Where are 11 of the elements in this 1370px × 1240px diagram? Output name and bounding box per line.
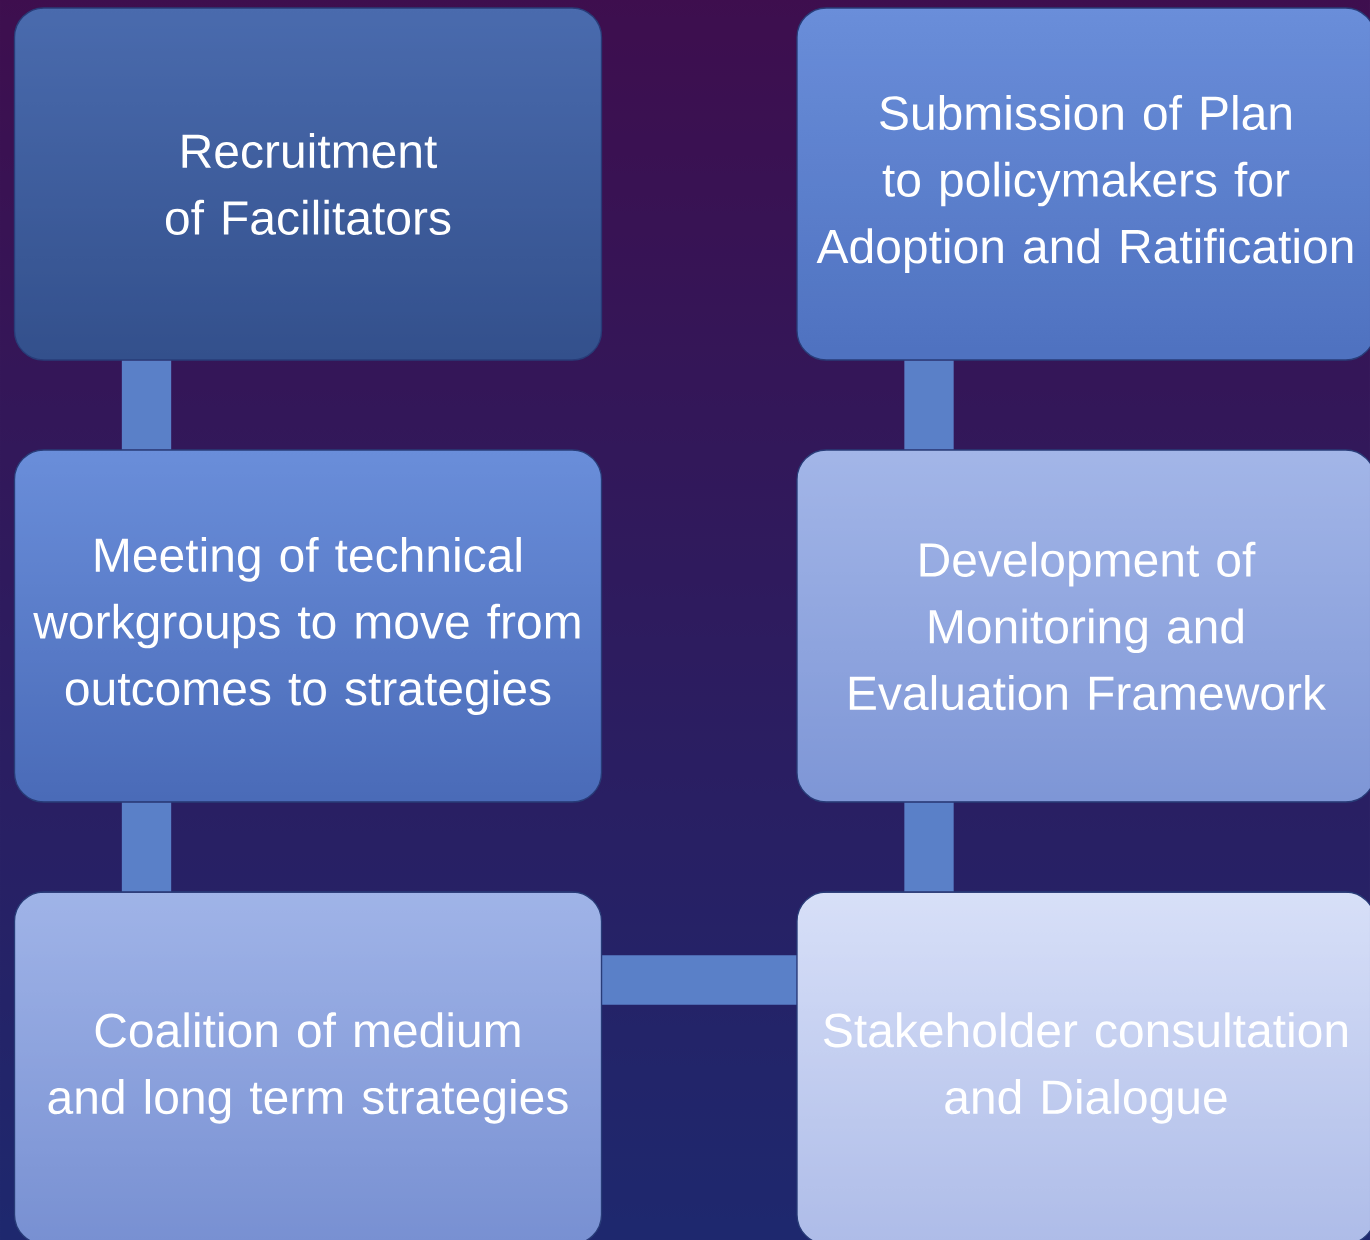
connector-bar [904, 802, 954, 892]
process-box: Submission of Plan to policymakers for Adoption and Ratification [796, 7, 1370, 361]
connector-bar [121, 360, 172, 450]
connector-bar [602, 955, 797, 1005]
process-box: Meeting of technical workgroups to move from outcomes to strategies [13, 449, 603, 803]
process-box: Coalition of medium and long term strategies [13, 891, 603, 1240]
process-box: Recruitment of Facilitators [13, 7, 603, 361]
connector-bar [121, 802, 172, 892]
process-box: Stakeholder consultation and Dialogue [796, 891, 1370, 1240]
connector-bar [904, 360, 954, 450]
process-box: Development of Monitoring and Evaluation Framework [796, 449, 1370, 803]
